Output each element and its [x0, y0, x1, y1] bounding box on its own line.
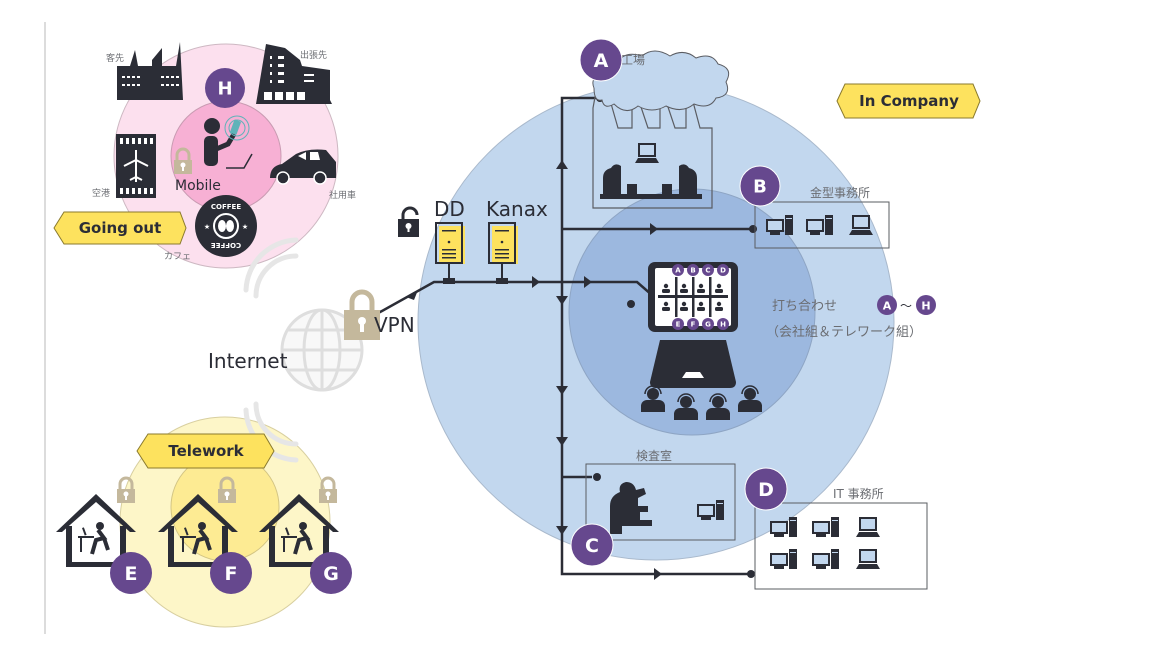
badge-b: B	[739, 165, 781, 207]
inspection-label: 検査室	[636, 448, 672, 463]
svg-text:Telework: Telework	[168, 442, 244, 460]
client-label: 客先	[106, 52, 124, 64]
meeting-connector-dot	[627, 300, 635, 308]
svg-text:A: A	[675, 267, 681, 275]
vpn-lock-icon	[344, 289, 380, 340]
svg-text:F: F	[691, 321, 696, 329]
svg-text:F: F	[225, 563, 238, 585]
it-office-label: IT 事務所	[833, 487, 884, 501]
svg-text:C: C	[705, 267, 710, 275]
svg-text:H: H	[921, 300, 930, 313]
svg-text:G: G	[323, 563, 339, 585]
inspection-microscope-icon	[610, 482, 724, 534]
svg-text:A: A	[594, 50, 609, 72]
meeting-screen-icon	[640, 262, 763, 421]
svg-text:★: ★	[204, 223, 210, 231]
cafe-coffee-icon: COFFEE COFFEE ★ ★	[195, 195, 257, 257]
svg-text:B: B	[753, 177, 767, 198]
mobile-person-icon	[204, 115, 253, 169]
vpn-label: VPN	[374, 313, 415, 337]
server-dd[interactable]	[435, 222, 465, 284]
svg-text:A: A	[883, 300, 892, 313]
meeting-title: 打ち合わせ	[772, 299, 837, 314]
in-company-tag: In Company	[836, 83, 981, 119]
meeting-range-from-badge: A	[877, 295, 897, 315]
coffee-top-text: COFFEE	[211, 203, 241, 211]
svg-text:In Company: In Company	[859, 92, 959, 110]
telework-lock-e-icon	[115, 476, 137, 505]
svg-text:G: G	[705, 321, 711, 329]
badge-d: D	[744, 467, 788, 511]
svg-text:H: H	[720, 321, 726, 329]
badge-h: H	[205, 68, 245, 108]
internet-label: Internet	[208, 349, 288, 373]
it-office-computers-icon	[770, 517, 880, 569]
business-trip-label: 出張先	[300, 49, 327, 61]
svg-text:★: ★	[242, 223, 248, 231]
meeting-range-to-badge: H	[916, 295, 936, 315]
airport-icon	[116, 134, 156, 198]
factory-label: 工場	[621, 53, 645, 67]
security-lock-icon	[398, 206, 419, 237]
svg-text:E: E	[676, 321, 681, 329]
coffee-bottom-text: COFFEE	[211, 241, 241, 249]
mold-office-label: 金型事務所	[810, 185, 870, 200]
svg-text:Going out: Going out	[79, 219, 162, 237]
badge-a: A	[579, 38, 623, 82]
arrow-right	[584, 276, 592, 288]
svg-text:E: E	[125, 563, 138, 585]
mold-office-box	[754, 201, 890, 249]
meeting-range-separator: ～	[900, 299, 912, 313]
svg-text:C: C	[585, 535, 599, 557]
meeting-subtitle: （会社組＆テレワーク組）	[766, 324, 922, 340]
screen-badges-bottom: E F G H	[672, 318, 729, 330]
badge-f: F	[210, 552, 252, 594]
internet-globe-icon	[280, 308, 364, 392]
cafe-label: カフェ	[164, 251, 191, 262]
server-dd-label: DD	[434, 197, 465, 221]
mobile-label: Mobile	[175, 178, 221, 194]
arrow-right	[532, 276, 540, 288]
badge-g: G	[310, 552, 352, 594]
factory-building-icon	[592, 50, 730, 209]
left-border-line	[44, 22, 46, 634]
badge-c: C	[570, 523, 614, 567]
svg-text:D: D	[758, 479, 774, 501]
badge-e: E	[110, 552, 152, 594]
going-out-tag: Going out	[53, 211, 187, 245]
svg-text:H: H	[217, 79, 232, 100]
it-office-box	[754, 502, 928, 590]
telework-lock-g-icon	[317, 476, 339, 505]
svg-text:D: D	[720, 267, 726, 275]
svg-text:B: B	[690, 267, 695, 275]
company-car-label: 社用車	[329, 189, 356, 201]
arrow-to-internet	[406, 290, 418, 300]
server-kanax-label: Kanax	[486, 197, 548, 221]
screen-badges-top: A B C D	[672, 264, 729, 276]
company-car-icon	[270, 149, 336, 185]
airport-label: 空港	[92, 187, 110, 199]
client-factory-icon	[117, 42, 183, 100]
server-kanax[interactable]	[488, 222, 518, 284]
inspection-room-box	[585, 463, 736, 541]
business-trip-building-icon	[256, 44, 332, 104]
telework-tag: Telework	[136, 433, 275, 469]
